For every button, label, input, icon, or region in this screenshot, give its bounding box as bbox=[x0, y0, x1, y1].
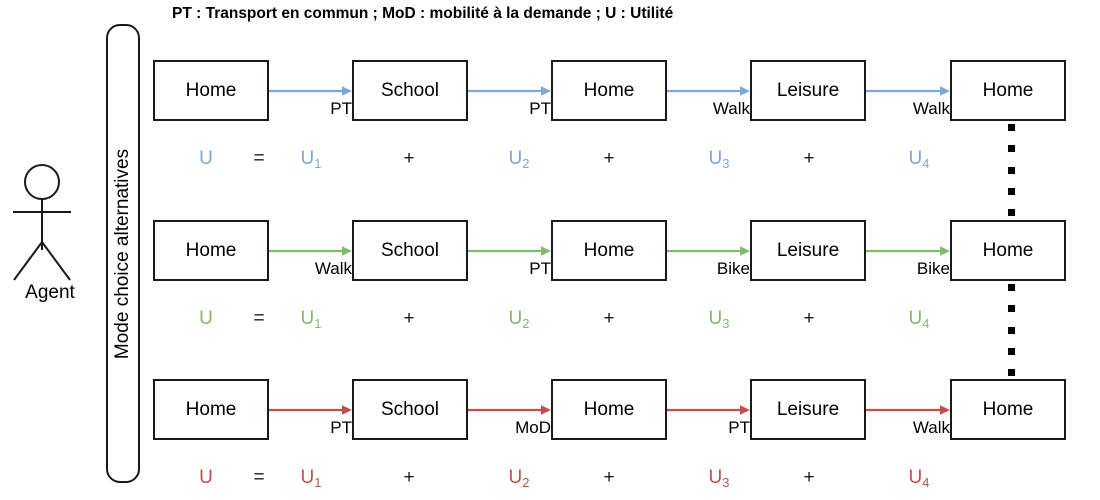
mode-label: Walk bbox=[912, 98, 950, 118]
activity-node-school[interactable]: School bbox=[352, 220, 468, 281]
activity-node-school[interactable]: School bbox=[352, 379, 468, 440]
band-label: Mode choice alternatives bbox=[112, 148, 133, 359]
activity-node-home[interactable]: Home bbox=[950, 379, 1066, 440]
utility-term: = bbox=[253, 148, 265, 169]
activity-node-home[interactable]: Home bbox=[153, 379, 269, 440]
utility-term: U3 bbox=[708, 148, 730, 171]
utility-term: U4 bbox=[908, 148, 930, 171]
utility-term: + bbox=[403, 308, 415, 329]
utility-term: + bbox=[803, 148, 815, 169]
stick-figure-icon bbox=[13, 164, 71, 281]
mode-arrow-bike bbox=[866, 245, 950, 257]
activity-node-home[interactable]: Home bbox=[551, 60, 667, 121]
dot bbox=[1008, 124, 1015, 131]
mode-arrow-pt bbox=[667, 404, 750, 416]
mode-label: MoD bbox=[515, 417, 551, 437]
utility-term: U bbox=[199, 467, 213, 488]
mode-label: Walk bbox=[314, 258, 352, 278]
utility-term: + bbox=[403, 148, 415, 169]
mode-choice-alternatives-band: Mode choice alternatives bbox=[106, 24, 140, 483]
mode-arrow-walk bbox=[667, 85, 750, 97]
mode-arrow-walk bbox=[269, 245, 352, 257]
mode-label: PT bbox=[330, 417, 352, 437]
mode-arrow-pt bbox=[269, 85, 352, 97]
activity-node-home[interactable]: Home bbox=[153, 60, 269, 121]
activity-node-home[interactable]: Home bbox=[551, 220, 667, 281]
utility-term: U2 bbox=[508, 308, 530, 331]
mode-arrow-mod bbox=[468, 404, 551, 416]
dot bbox=[1008, 167, 1015, 174]
mode-label: PT bbox=[529, 98, 551, 118]
mode-label: Walk bbox=[912, 417, 950, 437]
activity-node-leisure[interactable]: Leisure bbox=[750, 220, 866, 281]
utility-term: U4 bbox=[908, 308, 930, 331]
utility-term: U3 bbox=[708, 467, 730, 490]
activity-node-home[interactable]: Home bbox=[551, 379, 667, 440]
dot bbox=[1008, 188, 1015, 195]
legend-text: PT : Transport en commun ; MoD : mobilit… bbox=[172, 5, 674, 22]
utility-term: + bbox=[803, 308, 815, 329]
continuation-dots bbox=[1008, 124, 1015, 216]
mode-arrow-pt bbox=[269, 404, 352, 416]
dot bbox=[1008, 327, 1015, 334]
utility-term: U4 bbox=[908, 467, 930, 490]
utility-term: U2 bbox=[508, 148, 530, 171]
utility-term: = bbox=[253, 308, 265, 329]
utility-term: + bbox=[603, 308, 615, 329]
mode-arrow-bike bbox=[667, 245, 750, 257]
utility-term: U1 bbox=[300, 467, 322, 490]
activity-node-home[interactable]: Home bbox=[153, 220, 269, 281]
dot bbox=[1008, 348, 1015, 355]
utility-term: U bbox=[199, 148, 213, 169]
mode-arrow-pt bbox=[468, 85, 551, 97]
mode-arrow-walk bbox=[866, 404, 950, 416]
activity-node-leisure[interactable]: Leisure bbox=[750, 379, 866, 440]
utility-term: U2 bbox=[508, 467, 530, 490]
dot bbox=[1008, 209, 1015, 216]
utility-term: + bbox=[803, 467, 815, 488]
activity-node-school[interactable]: School bbox=[352, 60, 468, 121]
mode-label: Bike bbox=[916, 258, 950, 278]
utility-term: U bbox=[199, 308, 213, 329]
utility-term: U1 bbox=[300, 148, 322, 171]
mode-label: PT bbox=[728, 417, 750, 437]
utility-term: + bbox=[603, 148, 615, 169]
agent-actor: Agent bbox=[4, 160, 96, 325]
agent-label: Agent bbox=[25, 282, 75, 303]
mode-label: Walk bbox=[712, 98, 750, 118]
utility-term: U3 bbox=[708, 308, 730, 331]
utility-term: = bbox=[253, 467, 265, 488]
continuation-dots bbox=[1008, 284, 1015, 376]
dot bbox=[1008, 284, 1015, 291]
utility-term: + bbox=[403, 467, 415, 488]
mode-label: PT bbox=[529, 258, 551, 278]
mode-label: PT bbox=[330, 98, 352, 118]
activity-node-leisure[interactable]: Leisure bbox=[750, 60, 866, 121]
mode-arrow-pt bbox=[468, 245, 551, 257]
mode-arrow-walk bbox=[866, 85, 950, 97]
utility-term: + bbox=[603, 467, 615, 488]
dot bbox=[1008, 369, 1015, 376]
dot bbox=[1008, 305, 1015, 312]
activity-node-home[interactable]: Home bbox=[950, 220, 1066, 281]
mode-label: Bike bbox=[716, 258, 750, 278]
activity-node-home[interactable]: Home bbox=[950, 60, 1066, 121]
utility-term: U1 bbox=[300, 308, 322, 331]
dot bbox=[1008, 145, 1015, 152]
